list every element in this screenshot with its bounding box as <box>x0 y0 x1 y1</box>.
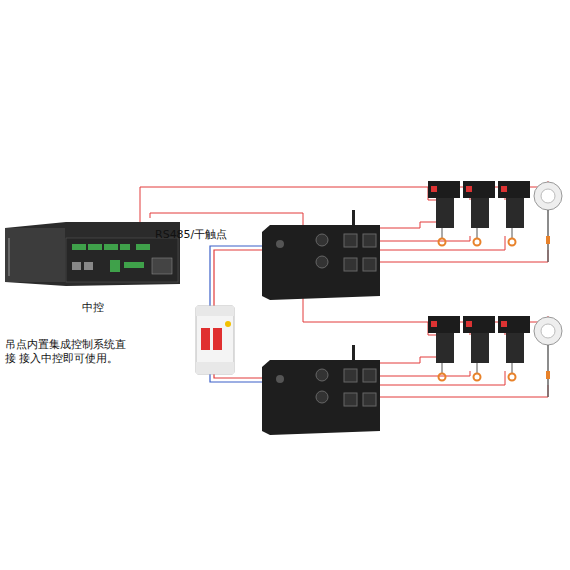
hoist-control-box <box>262 345 380 435</box>
hoist-row <box>428 316 562 397</box>
device-node: 中控 <box>5 222 180 314</box>
note-text: 吊点内置集成控制系统直接 接入中控即可使用。 <box>5 337 133 365</box>
central-controller <box>5 222 180 286</box>
circuit-breaker <box>196 306 234 374</box>
signal-label: RS485/干触点 <box>155 228 227 243</box>
hoist-row <box>428 181 562 262</box>
hoist-control-box <box>262 210 380 300</box>
node-label: 中控 <box>80 301 106 314</box>
